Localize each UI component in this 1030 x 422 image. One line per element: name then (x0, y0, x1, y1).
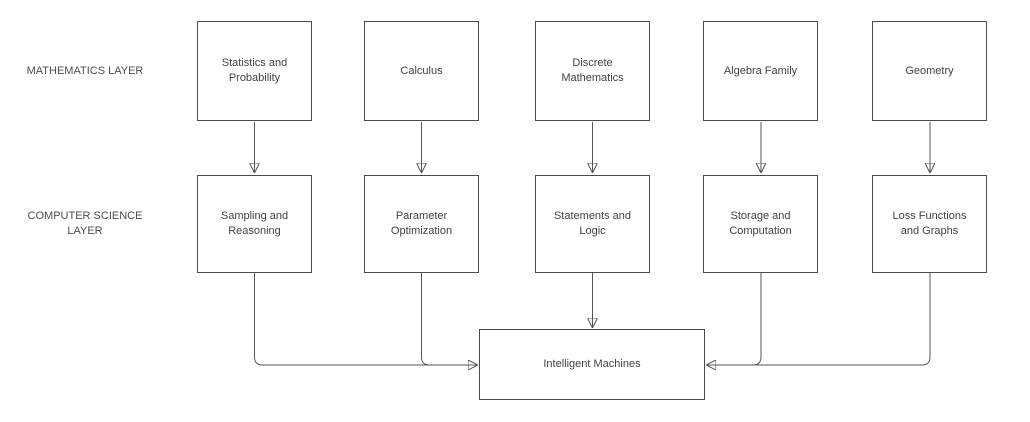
connector-storage-to-output (752, 273, 762, 366)
connector-parameter-to-output (421, 273, 430, 366)
node-statements-and-logic: Statements and Logic (535, 175, 650, 273)
node-statistics-and-probability: Statistics and Probability (197, 21, 312, 121)
node-algebra-family: Algebra Family (703, 21, 818, 121)
computer-science-layer-label: COMPUTER SCIENCE LAYER (27, 210, 143, 237)
mathematics-layer-label: MATHEMATICS LAYER (26, 64, 144, 77)
connector-loss-to-output (707, 273, 931, 365)
node-loss-functions-and-graphs: Loss Functions and Graphs (872, 175, 987, 273)
node-intelligent-machines: Intelligent Machines (479, 329, 705, 400)
node-sampling-and-reasoning: Sampling and Reasoning (197, 175, 312, 273)
connector-sampling-to-output (254, 273, 478, 365)
node-discrete-mathematics: Discrete Mathematics (535, 21, 650, 121)
node-parameter-optimization: Parameter Optimization (364, 175, 479, 273)
node-storage-and-computation: Storage and Computation (703, 175, 818, 273)
node-geometry: Geometry (872, 21, 987, 121)
node-calculus: Calculus (364, 21, 479, 121)
